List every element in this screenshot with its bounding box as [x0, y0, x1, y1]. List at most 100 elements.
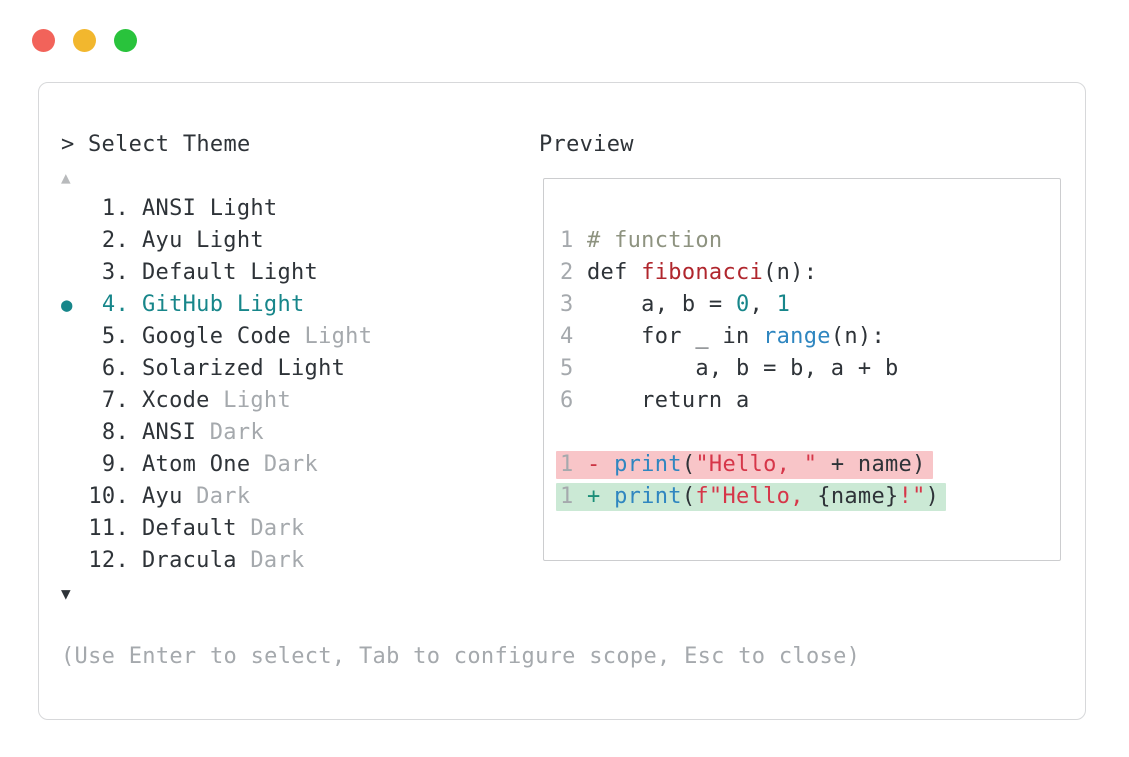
code-token-del-sign: - [587, 452, 615, 477]
code-token-string: "Hello, " [695, 452, 818, 477]
line-number: 1 [560, 452, 574, 477]
theme-item-label: ANSI Light [142, 196, 278, 221]
diff-removed-line: 1- print("Hello, " + name) [556, 449, 1050, 481]
code-token-func: fibonacci [641, 260, 764, 285]
theme-item-default-light[interactable]: 3. Default Light [61, 257, 860, 289]
scroll-up-icon[interactable]: ▲ [61, 168, 71, 187]
code-token-text: ) [925, 484, 940, 509]
line-number: 4 [560, 324, 574, 349]
picker-title: Select Theme [88, 132, 251, 157]
code-token-string: !" [898, 484, 926, 509]
theme-item-label: GitHub Light [142, 292, 305, 317]
theme-item-variant: Dark [196, 420, 264, 445]
code-token-builtin: print [614, 452, 682, 477]
theme-item-label: Default Light [142, 260, 319, 285]
theme-item-ayu[interactable]: 10.Ayu Dark [61, 481, 860, 513]
theme-item-variant: Dark [182, 484, 251, 509]
line-number: 2 [560, 260, 574, 285]
code-line-content: 3 a, b = 0, 1 [556, 291, 797, 319]
code-token-number: 1 [776, 292, 791, 317]
picker-header: > Select Theme [61, 129, 860, 161]
preview-title: Preview [539, 132, 634, 157]
code-line-content: 6 return a [556, 387, 757, 415]
theme-item-label: Atom One [142, 452, 251, 477]
code-token-number: 0 [736, 292, 750, 317]
theme-item-xcode[interactable]: 7. Xcode Light [61, 385, 860, 417]
minimize-button[interactable] [73, 29, 96, 52]
theme-item-label: ANSI [142, 420, 197, 445]
theme-item-label: Solarized Light [142, 356, 346, 381]
theme-item-number: 8. [101, 420, 129, 445]
code-token-builtin: print [614, 484, 682, 509]
code-line-content: 2 def fibonacci(n): [556, 259, 824, 287]
code-token-text: def [587, 260, 642, 285]
code-token-text: + name) [817, 452, 926, 477]
code-token-text: a, b = b, a + b [587, 356, 899, 381]
code-token-text: return a [587, 388, 750, 413]
code-token-add-sign: + [587, 484, 615, 509]
theme-item-number: 4. [101, 292, 129, 317]
theme-item-ansi[interactable]: 8. ANSI Dark [61, 417, 860, 449]
theme-picker-column: > Select Theme ▲ 1. ANSI Light 2. Ayu Light 3… [61, 129, 860, 673]
code-token-text: (n): [763, 260, 818, 285]
code-line: 5 a, b = b, a + b [556, 353, 1050, 385]
theme-item-variant: Light [291, 324, 373, 349]
close-button[interactable] [32, 29, 55, 52]
theme-item-google-code[interactable]: 5. Google Code Light [61, 321, 860, 353]
code-line-content: 1+ print(f"Hello, {name}!") [556, 483, 947, 511]
theme-item-label: Ayu Light [142, 228, 264, 253]
code-line: 2 def fibonacci(n): [556, 257, 1050, 289]
theme-item-github-light[interactable]: ● 4. GitHub Light [61, 289, 860, 321]
code-token-text: {name} [817, 484, 899, 509]
theme-item-variant: Dark [236, 516, 305, 541]
theme-item-solarized-light[interactable]: 6. Solarized Light [61, 353, 860, 385]
line-number: 6 [560, 388, 574, 413]
theme-item-variant: Dark [250, 452, 319, 477]
theme-item-number: 6. [101, 356, 129, 381]
theme-item-label: Google Code [142, 324, 291, 349]
theme-item-dracula[interactable]: 12.Dracula Dark [61, 545, 860, 577]
diff-added-line: 1+ print(f"Hello, {name}!") [556, 481, 1050, 513]
theme-item-number: 3. [101, 260, 129, 285]
code-line: 1# function [556, 225, 1050, 257]
theme-item-number: 11. [88, 516, 129, 541]
theme-item-number: 5. [101, 324, 129, 349]
theme-item-ansi-light[interactable]: 1. ANSI Light [61, 193, 860, 225]
code-line: 3 a, b = 0, 1 [556, 289, 1050, 321]
code-line-content: 1# function [556, 227, 729, 255]
line-number: 1 [560, 228, 574, 253]
line-number: 5 [560, 356, 574, 381]
zoom-button[interactable] [114, 29, 137, 52]
code-line [556, 417, 1050, 449]
theme-item-atom-one[interactable]: 9. Atom One Dark [61, 449, 860, 481]
spacer-row [61, 609, 860, 641]
code-line-content: 1- print("Hello, " + name) [556, 451, 933, 479]
line-number: 3 [560, 292, 574, 317]
scroll-down-row: ▼ [61, 577, 860, 609]
theme-item-label: Xcode [142, 388, 210, 413]
selected-bullet-icon: ● [61, 294, 73, 316]
theme-item-number: 1. [101, 196, 129, 221]
code-token-text: ( [681, 452, 696, 477]
theme-item-default[interactable]: 11. Default Dark [61, 513, 860, 545]
code-token-text: for _ in [587, 324, 764, 349]
prompt-caret: > [61, 132, 75, 157]
theme-item-variant: Light [209, 388, 292, 413]
theme-item-ayu-light[interactable]: 2. Ayu Light [61, 225, 860, 257]
window-controls [32, 29, 137, 52]
code-token-text: (n): [830, 324, 886, 349]
code-line-content [556, 419, 594, 447]
theme-item-label: Dracula [142, 548, 237, 573]
code-line: 6 return a [556, 385, 1050, 417]
theme-item-variant: Dark [236, 548, 305, 573]
theme-item-number: 2. [101, 228, 129, 253]
theme-item-label: Default [142, 516, 237, 541]
theme-item-number: 7. [101, 388, 129, 413]
theme-item-number: 9. [101, 452, 129, 477]
code-token-text: a, b = [587, 292, 736, 317]
code-token-text: ( [681, 484, 696, 509]
theme-item-label: Ayu [142, 484, 183, 509]
theme-list: 1. ANSI Light 2. Ayu Light 3. Default Light ● 4… [61, 193, 860, 577]
scroll-down-icon[interactable]: ▼ [61, 584, 71, 603]
